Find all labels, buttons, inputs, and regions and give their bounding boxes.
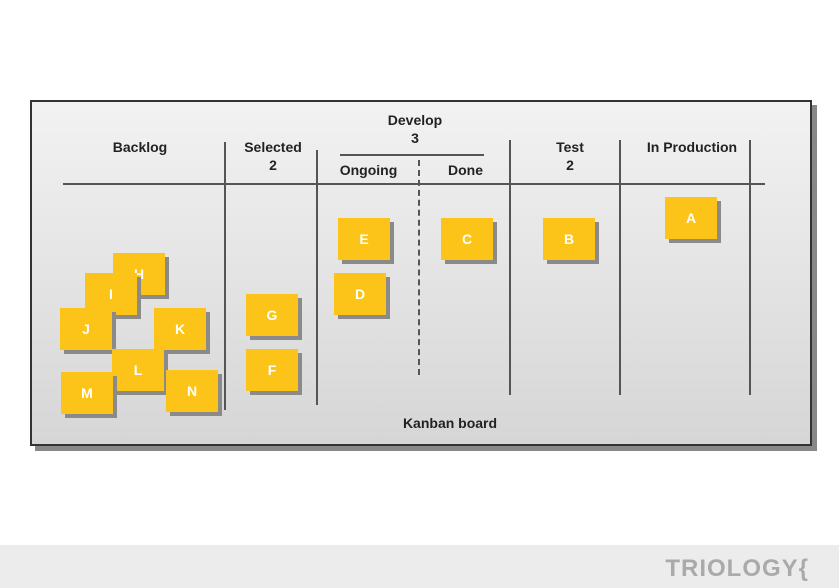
card-j[interactable]: J	[60, 308, 112, 350]
column-develop: Develop	[387, 112, 443, 128]
card-l[interactable]: L	[112, 349, 164, 391]
footer: TRIOLOGY{	[0, 545, 839, 588]
card-c[interactable]: C	[441, 218, 493, 260]
column-ongoing: Ongoing	[339, 162, 398, 178]
card-f[interactable]: F	[246, 349, 298, 391]
card-g[interactable]: G	[246, 294, 298, 336]
develop-limit: 3	[411, 130, 419, 146]
column-test: Test	[556, 139, 584, 155]
column-divider	[619, 140, 621, 395]
column-backlog: Backlog	[112, 139, 168, 155]
column-done: Done	[448, 162, 483, 178]
test-limit: 2	[566, 157, 574, 173]
card-n[interactable]: N	[166, 370, 218, 412]
selected-limit: 2	[269, 157, 277, 173]
column-in-production: In Production	[646, 139, 738, 155]
develop-split-divider	[418, 160, 420, 375]
column-divider	[749, 140, 751, 395]
card-b[interactable]: B	[543, 218, 595, 260]
card-a[interactable]: A	[665, 197, 717, 239]
header-divider	[63, 183, 765, 185]
triology-logo: TRIOLOGY{	[665, 555, 809, 582]
board-caption: Kanban board	[402, 415, 498, 431]
column-divider	[224, 142, 226, 410]
card-k[interactable]: K	[154, 308, 206, 350]
column-divider	[316, 150, 318, 405]
card-d[interactable]: D	[334, 273, 386, 315]
column-selected: Selected	[244, 139, 302, 155]
develop-divider	[340, 154, 484, 156]
card-m[interactable]: M	[61, 372, 113, 414]
card-e[interactable]: E	[338, 218, 390, 260]
column-divider	[509, 140, 511, 395]
